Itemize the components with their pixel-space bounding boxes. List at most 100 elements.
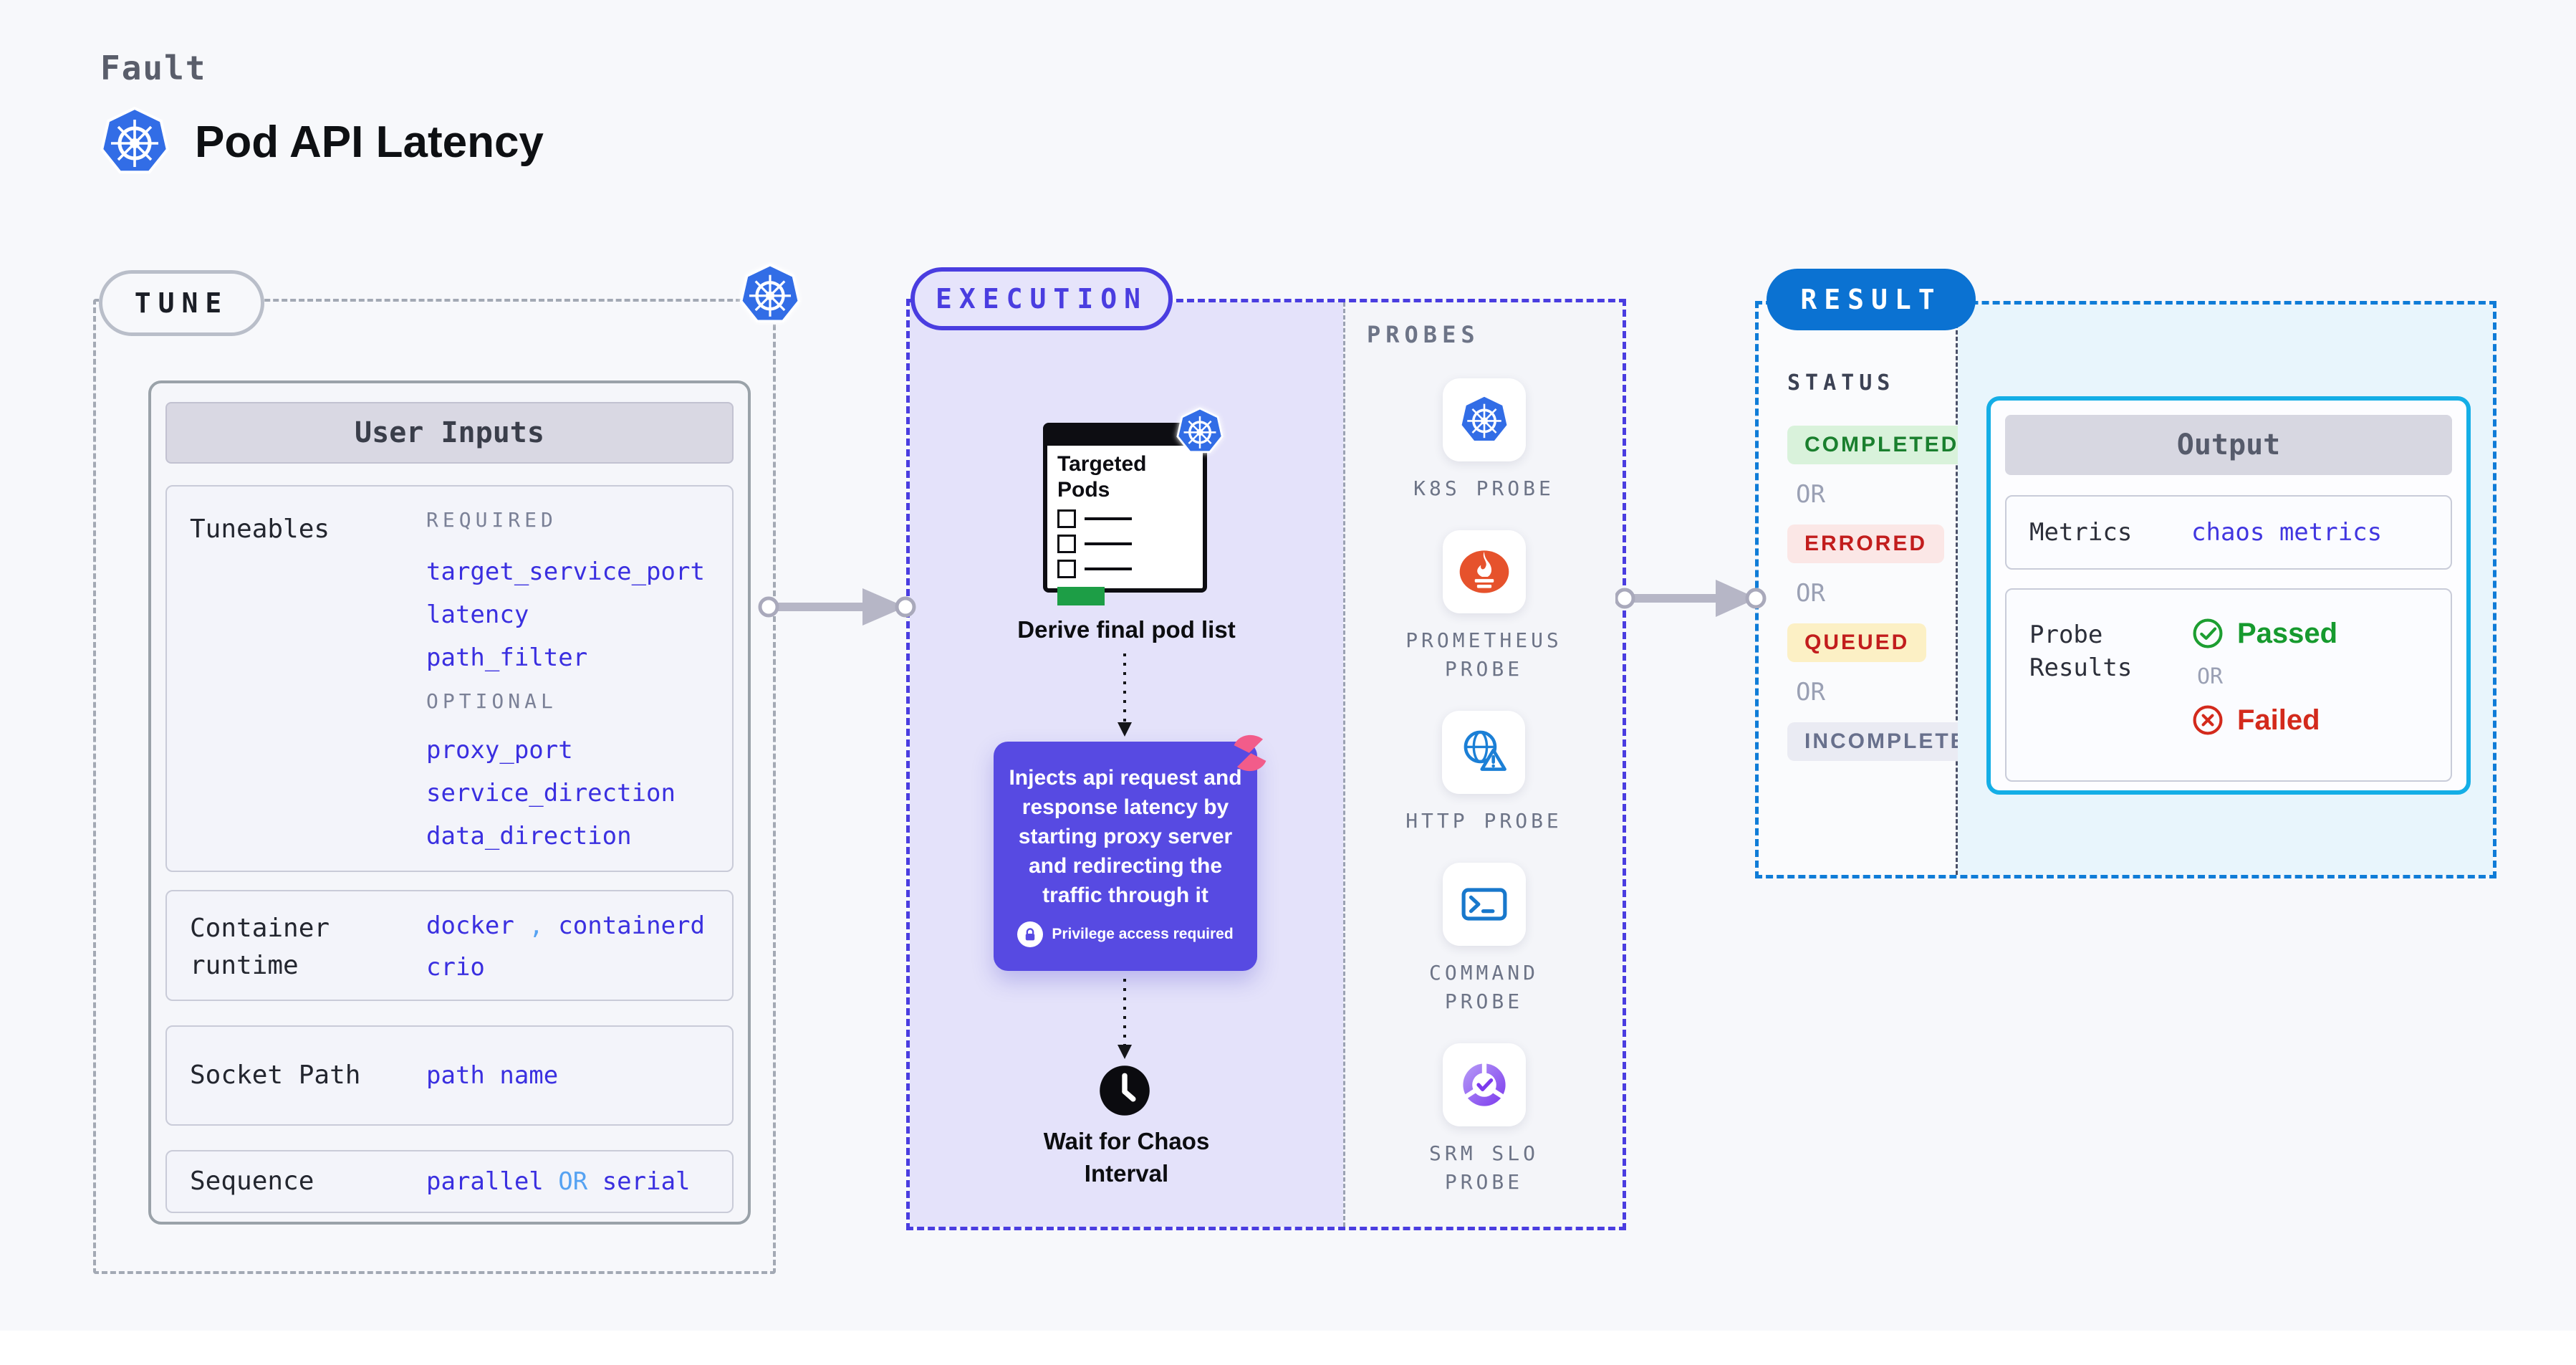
sequence-value: serial [602, 1167, 691, 1196]
progress-bar [1057, 587, 1105, 605]
output-card: Output Metrics chaos metrics Probe Resul… [1986, 396, 2471, 795]
wait-chaos-interval-label: Wait for Chaos Interval [1043, 1128, 1210, 1187]
kubernetes-icon [739, 263, 802, 326]
tuneables-row: Tuneables REQUIRED target_service_port l… [165, 485, 734, 872]
prometheus-icon [1442, 530, 1526, 613]
sequence-label: Sequence [190, 1167, 314, 1196]
checkbox-icon [1057, 509, 1076, 528]
status-or: OR [1796, 678, 1825, 707]
socket-path-row: Socket Path path name [165, 1025, 734, 1126]
checkbox-icon [1057, 535, 1076, 553]
tuneable-optional: proxy_port [426, 736, 573, 765]
terminal-icon [1442, 863, 1526, 946]
tune-to-execution-arrow [758, 588, 916, 626]
socket-path-label: Socket Path [190, 1060, 361, 1090]
execution-flow-area: Targeted Pods Derive final pod list Inje… [910, 302, 1343, 1227]
page-header: Pod API Latency [99, 106, 544, 178]
output-title: Output [2005, 415, 2452, 475]
output-area: Output Metrics chaos metrics Probe Resul… [1958, 305, 2493, 875]
flow-connector-arrow [1118, 979, 1132, 1059]
status-badge-errored: ERRORED [1787, 525, 1945, 563]
result-panel: STATUS COMPLETED OR ERRORED OR QUEUED OR… [1755, 301, 2496, 878]
probe-label: HTTP PROBE [1405, 809, 1562, 833]
slo-check-icon [1442, 1043, 1526, 1126]
list-line [1085, 542, 1132, 545]
kubernetes-icon [99, 106, 170, 178]
tuneable-optional: data_direction [426, 822, 632, 851]
check-circle-icon [2191, 617, 2224, 650]
probe-results-label: Probe Results [2029, 621, 2133, 682]
list-line [1085, 567, 1132, 570]
derive-pod-list-label: Derive final pod list [1017, 616, 1236, 643]
checkbox-icon [1057, 560, 1076, 578]
privilege-note: Privilege access required [1052, 926, 1234, 942]
tuneable-optional: service_direction [426, 779, 676, 808]
probe-label: PROMETHEUS PROBE [1405, 628, 1562, 681]
runtime-separator: , [529, 911, 544, 940]
runtime-value: crio [426, 953, 485, 982]
tuneable-required: latency [426, 600, 529, 629]
probe-label: COMMAND PROBE [1428, 961, 1539, 1013]
kubernetes-icon [1176, 407, 1224, 456]
fault-eyebrow: Fault [100, 49, 207, 87]
probe-item: PROMETHEUS PROBE [1395, 530, 1574, 684]
clock-icon [1098, 1063, 1151, 1118]
kubernetes-icon [1442, 378, 1526, 461]
container-runtime-row: Container runtime docker , containerd cr… [165, 890, 734, 1001]
status-badge-completed: COMPLETED [1787, 426, 1976, 464]
metrics-label: Metrics [2029, 518, 2133, 547]
pod-list-item [1057, 509, 1203, 528]
tuneables-label: Tuneables [190, 514, 330, 544]
flow-connector-arrow [1118, 653, 1132, 737]
sequence-operator: OR [558, 1167, 588, 1196]
execution-to-result-arrow [1615, 580, 1767, 617]
status-badge-queued: QUEUED [1787, 623, 1927, 662]
result-badge: RESULT [1767, 269, 1976, 330]
sequence-value: parallel [426, 1167, 544, 1196]
page-title: Pod API Latency [195, 117, 544, 167]
execution-panel: Targeted Pods Derive final pod list Inje… [906, 299, 1626, 1230]
required-label: REQUIRED [426, 508, 557, 532]
inject-note-text: Injects api request and response latency… [1009, 766, 1242, 907]
tuneable-required: path_filter [426, 643, 588, 672]
metrics-row: Metrics chaos metrics [2005, 495, 2452, 570]
optional-label: OPTIONAL [426, 689, 557, 713]
runtime-value: docker [426, 911, 514, 940]
sequence-row: Sequence parallel OR serial [165, 1150, 734, 1213]
status-column: STATUS COMPLETED OR ERRORED OR QUEUED OR… [1759, 305, 2002, 875]
probe-label: K8S PROBE [1413, 476, 1554, 500]
pod-list-item [1057, 535, 1203, 553]
targeted-pods-title: Targeted Pods [1057, 452, 1147, 502]
status-or: OR [1796, 579, 1825, 608]
probe-item: K8S PROBE [1413, 378, 1554, 503]
x-circle-icon [2191, 704, 2224, 737]
metrics-value: chaos metrics [2191, 518, 2383, 547]
container-runtime-label: Container runtime [190, 914, 330, 980]
probe-label: SRM SLO PROBE [1428, 1141, 1539, 1194]
globe-warning-icon [1442, 711, 1526, 794]
probes-panel: PROBES K8S PROBE PROMETHEUS PROBE HTTP P… [1343, 302, 1623, 1227]
probe-item: SRM SLO PROBE [1405, 1043, 1563, 1197]
probes-title: PROBES [1367, 321, 1480, 348]
lock-icon [1017, 921, 1044, 947]
user-inputs-title: User Inputs [165, 402, 734, 464]
targeted-pods-clipboard: Targeted Pods [1043, 423, 1207, 605]
runtime-value: containerd [558, 911, 705, 940]
tune-panel: User Inputs Tuneables REQUIRED target_se… [93, 299, 776, 1274]
socket-path-value: path name [426, 1061, 559, 1090]
probe-results-row: Probe Results Passed OR Failed [2005, 588, 2452, 782]
passed-label: Passed [2237, 617, 2338, 649]
probe-item: HTTP PROBE [1405, 711, 1562, 835]
tuneable-required: target_service_port [426, 557, 705, 586]
probe-item: COMMAND PROBE [1405, 863, 1563, 1016]
inject-latency-note: Injects api request and response latency… [994, 742, 1257, 971]
probe-result-or: OR [2197, 664, 2224, 689]
bottom-strip [0, 1331, 2576, 1365]
failed-label: Failed [2237, 704, 2320, 736]
status-title: STATUS [1787, 370, 1895, 396]
tune-badge: TUNE [99, 270, 264, 336]
status-or: OR [1796, 480, 1825, 509]
list-line [1085, 517, 1132, 520]
user-inputs-card: User Inputs Tuneables REQUIRED target_se… [148, 380, 751, 1225]
execution-badge: EXECUTION [910, 267, 1173, 330]
